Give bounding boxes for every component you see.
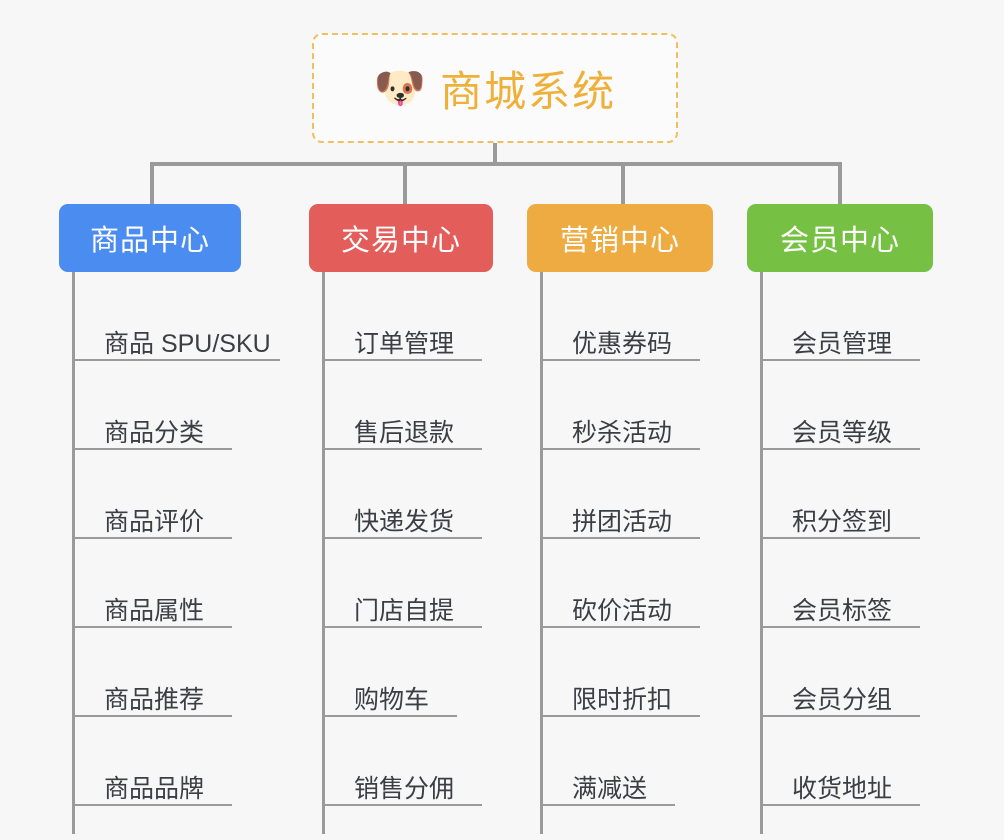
leaf-item[interactable]: 积分签到 — [760, 450, 920, 539]
root-node[interactable]: 🐶 商城系统 — [312, 33, 678, 143]
leaf-rule — [322, 626, 482, 628]
leaf-label: 拼团活动 — [572, 508, 673, 537]
leaf-label: 商品分类 — [104, 419, 205, 448]
leaf-label: 商品品牌 — [104, 775, 205, 804]
leaf-label: 订单管理 — [354, 330, 455, 359]
leaf-label: 销售分佣 — [354, 775, 455, 804]
leaf-label: 商品 SPU/SKU — [104, 330, 271, 359]
connector-drop-2 — [621, 162, 625, 204]
leaf-label: 会员标签 — [792, 597, 893, 626]
leaf-item[interactable]: 商品品牌 — [72, 717, 271, 806]
leaf-rule — [322, 715, 457, 717]
category-label-3: 会员中心 — [779, 225, 900, 257]
leaf-rule — [72, 804, 232, 806]
leaf-spine-2 — [540, 272, 543, 834]
leaf-label: 商品推荐 — [104, 686, 205, 715]
leaf-label: 会员等级 — [792, 419, 893, 448]
leaf-rule — [72, 715, 232, 717]
leaf-item[interactable]: 售后退款 — [322, 361, 482, 450]
leaf-rule — [322, 448, 482, 450]
leaf-item[interactable]: 商品 SPU/SKU — [72, 272, 280, 361]
leaf-item[interactable]: 门店自提 — [322, 539, 482, 628]
category-label-2: 营销中心 — [559, 225, 680, 257]
leaf-rule — [760, 537, 920, 539]
leaf-item[interactable]: 快递发货 — [322, 450, 482, 539]
leaf-item[interactable]: 砍价活动 — [540, 539, 700, 628]
leaf-item[interactable]: 拼团活动 — [540, 450, 700, 539]
leaf-rule — [540, 715, 700, 717]
leaf-item[interactable]: 订单管理 — [322, 272, 482, 361]
leaf-spine-1 — [322, 272, 325, 834]
leaf-column-3: 会员管理 会员等级 积分签到 会员标签 会员分组 收货地址 — [760, 272, 920, 834]
category-box-2[interactable]: 营销中心 — [527, 204, 713, 272]
leaf-item[interactable]: 商品推荐 — [72, 628, 271, 717]
leaf-item[interactable]: 销售分佣 — [322, 717, 482, 806]
leaf-column-2: 优惠券码 秒杀活动 拼团活动 砍价活动 限时折扣 满减送 — [540, 272, 700, 834]
leaf-label: 会员管理 — [792, 330, 893, 359]
leaf-rule — [760, 626, 920, 628]
connector-root-stem — [493, 143, 497, 166]
leaf-label: 购物车 — [354, 686, 430, 715]
leaf-rule — [760, 804, 920, 806]
connector-drop-0 — [150, 162, 154, 204]
dog-face-icon: 🐶 — [373, 64, 427, 111]
leaf-rule — [72, 448, 232, 450]
leaf-rule — [322, 359, 482, 361]
leaf-rule — [72, 359, 280, 361]
leaf-item[interactable]: 优惠券码 — [540, 272, 700, 361]
category-box-0[interactable]: 商品中心 — [59, 204, 241, 272]
leaf-item[interactable]: 满减送 — [540, 717, 675, 806]
category-box-3[interactable]: 会员中心 — [747, 204, 933, 272]
leaf-rule — [540, 804, 675, 806]
leaf-label: 门店自提 — [354, 597, 455, 626]
leaf-item[interactable]: 限时折扣 — [540, 628, 700, 717]
leaf-rule — [72, 626, 232, 628]
leaf-label: 会员分组 — [792, 686, 893, 715]
leaf-rule — [322, 804, 482, 806]
connector-drop-1 — [403, 162, 407, 204]
category-label-1: 交易中心 — [340, 225, 461, 257]
leaf-label: 秒杀活动 — [572, 419, 673, 448]
leaf-rule — [760, 715, 920, 717]
leaf-label: 砍价活动 — [572, 597, 673, 626]
leaf-rule — [540, 626, 700, 628]
leaf-item[interactable]: 会员分组 — [760, 628, 920, 717]
leaf-item[interactable]: 商品分类 — [72, 361, 271, 450]
leaf-label: 收货地址 — [792, 775, 893, 804]
leaf-label: 优惠券码 — [572, 330, 673, 359]
leaf-item[interactable]: 收货地址 — [760, 717, 920, 806]
leaf-item[interactable]: 商品评价 — [72, 450, 271, 539]
connector-drop-3 — [838, 162, 842, 204]
leaf-item[interactable]: 会员管理 — [760, 272, 920, 361]
leaf-rule — [760, 448, 920, 450]
leaf-item[interactable]: 商品属性 — [72, 539, 271, 628]
leaf-label: 商品属性 — [104, 597, 205, 626]
leaf-label: 售后退款 — [354, 419, 455, 448]
category-box-1[interactable]: 交易中心 — [309, 204, 493, 272]
leaf-label: 积分签到 — [792, 508, 893, 537]
leaf-item[interactable]: 会员标签 — [760, 539, 920, 628]
leaf-item[interactable]: 会员等级 — [760, 361, 920, 450]
leaf-rule — [72, 537, 232, 539]
leaf-rule — [540, 448, 700, 450]
leaf-label: 商品评价 — [104, 508, 205, 537]
category-label-0: 商品中心 — [89, 225, 210, 257]
leaf-spine-0 — [72, 272, 75, 834]
root-title: 商城系统 — [440, 67, 617, 115]
connector-horizontal-bus — [150, 162, 840, 166]
leaf-item[interactable]: 购物车 — [322, 628, 457, 717]
leaf-spine-3 — [760, 272, 763, 834]
leaf-column-0: 商品 SPU/SKU 商品分类 商品评价 商品属性 商品推荐 商品品牌 — [72, 272, 280, 834]
leaf-rule — [540, 359, 700, 361]
leaf-item[interactable]: 秒杀活动 — [540, 361, 700, 450]
leaf-column-1: 订单管理 售后退款 快递发货 门店自提 购物车 销售分佣 — [322, 272, 482, 834]
leaf-rule — [540, 537, 700, 539]
leaf-label: 快递发货 — [354, 508, 455, 537]
leaf-label: 限时折扣 — [572, 686, 673, 715]
leaf-rule — [760, 359, 920, 361]
leaf-rule — [322, 537, 482, 539]
leaf-label: 满减送 — [572, 775, 648, 804]
